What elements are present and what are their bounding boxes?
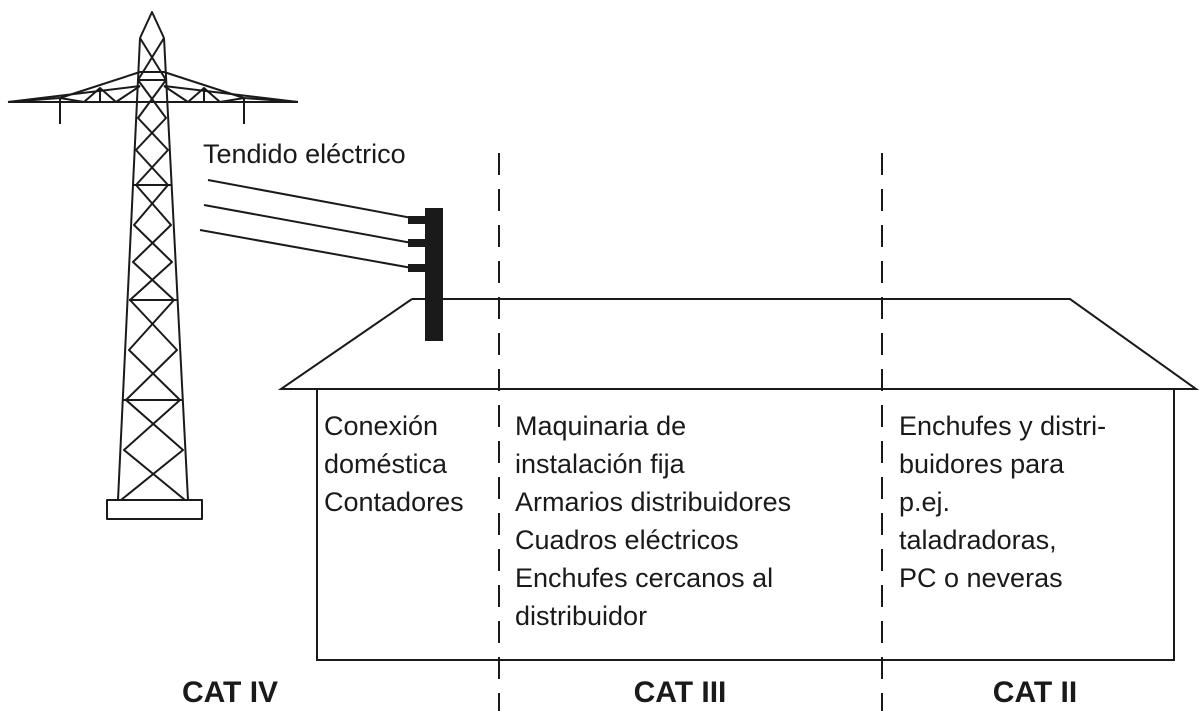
category-dividers [498,153,883,711]
zone-text-line: Cuadros eléctricos [515,525,739,555]
zone-text-line: taladradoras, [899,525,1057,555]
zone-text-line: Enchufes y distri- [899,411,1107,441]
zone-text-line: Enchufes cercanos al [515,563,774,593]
category-label: CAT III [633,676,727,709]
category-label: CAT II [992,676,1078,709]
power-line-label: Tendido eléctrico [203,139,406,169]
zone-text-line: doméstica [324,449,448,479]
zone-text-line: Conexión [324,411,439,441]
service-mast-icon [408,208,443,341]
zone-text-line: PC o neveras [899,563,1063,593]
house-body [316,388,1175,661]
category-label: CAT IV [181,676,279,709]
zone-text-line: distribuidor [515,601,648,631]
zone-text-line: instalación fija [515,449,685,479]
zone-text-line: Armarios distribuidores [515,487,792,517]
power-lines [199,179,413,269]
zone-text-line: Contadores [324,487,464,517]
zone-text-line: Maquinaria de [515,411,687,441]
house-roof [277,298,1199,390]
zone-text-line: buidores para [899,449,1065,479]
transmission-tower-icon [7,11,299,520]
zone-text-line: p.ej. [899,487,951,517]
